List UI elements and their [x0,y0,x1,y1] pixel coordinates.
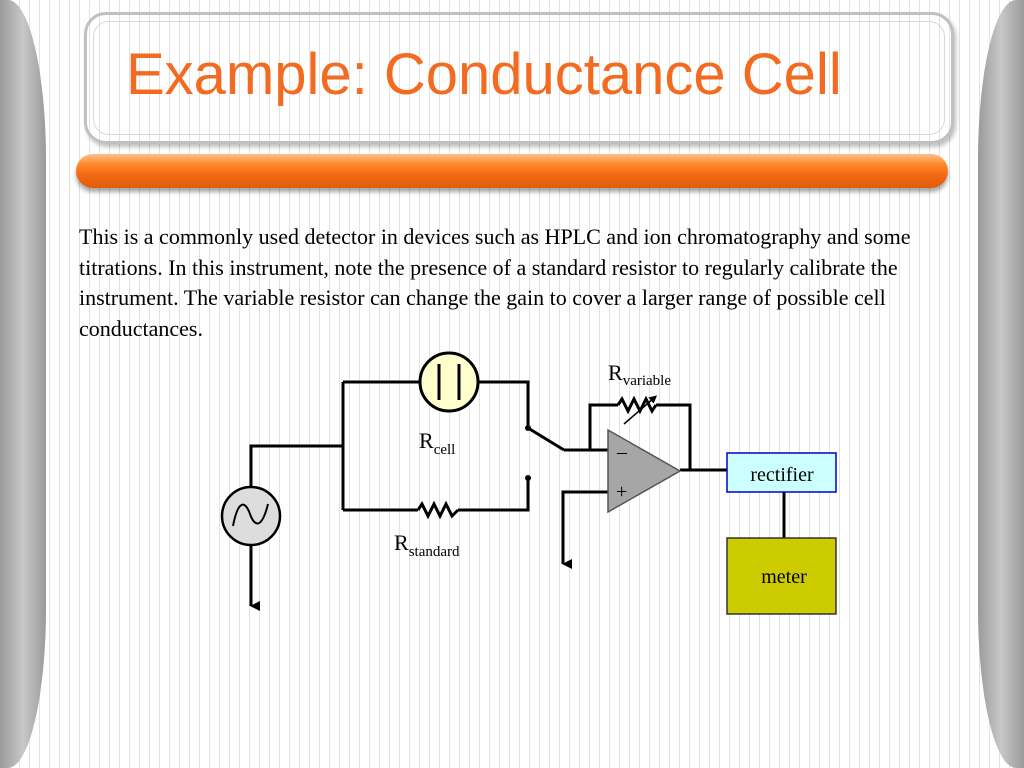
title-frame [84,12,954,144]
rectifier-label: rectifier [750,464,814,486]
slide-title: Example: Conductance Cell [126,42,842,107]
wire-feedback-right [656,403,692,470]
slide-body-text: This is a commonly used detector in devi… [79,224,911,341]
opamp-plus-label: + [616,481,627,503]
variable-resistor-icon [616,395,658,425]
switch-blade [527,426,565,452]
circuit-wires [249,380,786,598]
r-standard-label: Rstandard [394,530,460,560]
left-decorative-bar [0,0,46,768]
opamp-icon [607,428,682,514]
opamp-minus-label: – [616,441,628,463]
wire-top-right [478,380,530,428]
wire-source-top [249,444,343,488]
title-frame-inner [93,21,945,135]
title-underline-bar [76,154,948,188]
conductance-cell-icon [418,351,480,413]
wire-bottom-right [458,480,530,512]
rectifier-box [726,452,837,493]
switch-contact-bottom [525,475,531,481]
wire-feedback-left [588,403,618,450]
wire-noninverting-ground [561,490,608,556]
standard-resistor-icon [416,500,460,520]
switch-contact-top [525,425,531,431]
r-cell-label: Rcell [419,428,455,458]
right-decorative-bar [978,0,1024,768]
r-variable-label: Rvariable [608,360,671,389]
ac-source-icon [220,485,282,547]
meter-label: meter [761,566,807,588]
meter-box [726,537,837,615]
